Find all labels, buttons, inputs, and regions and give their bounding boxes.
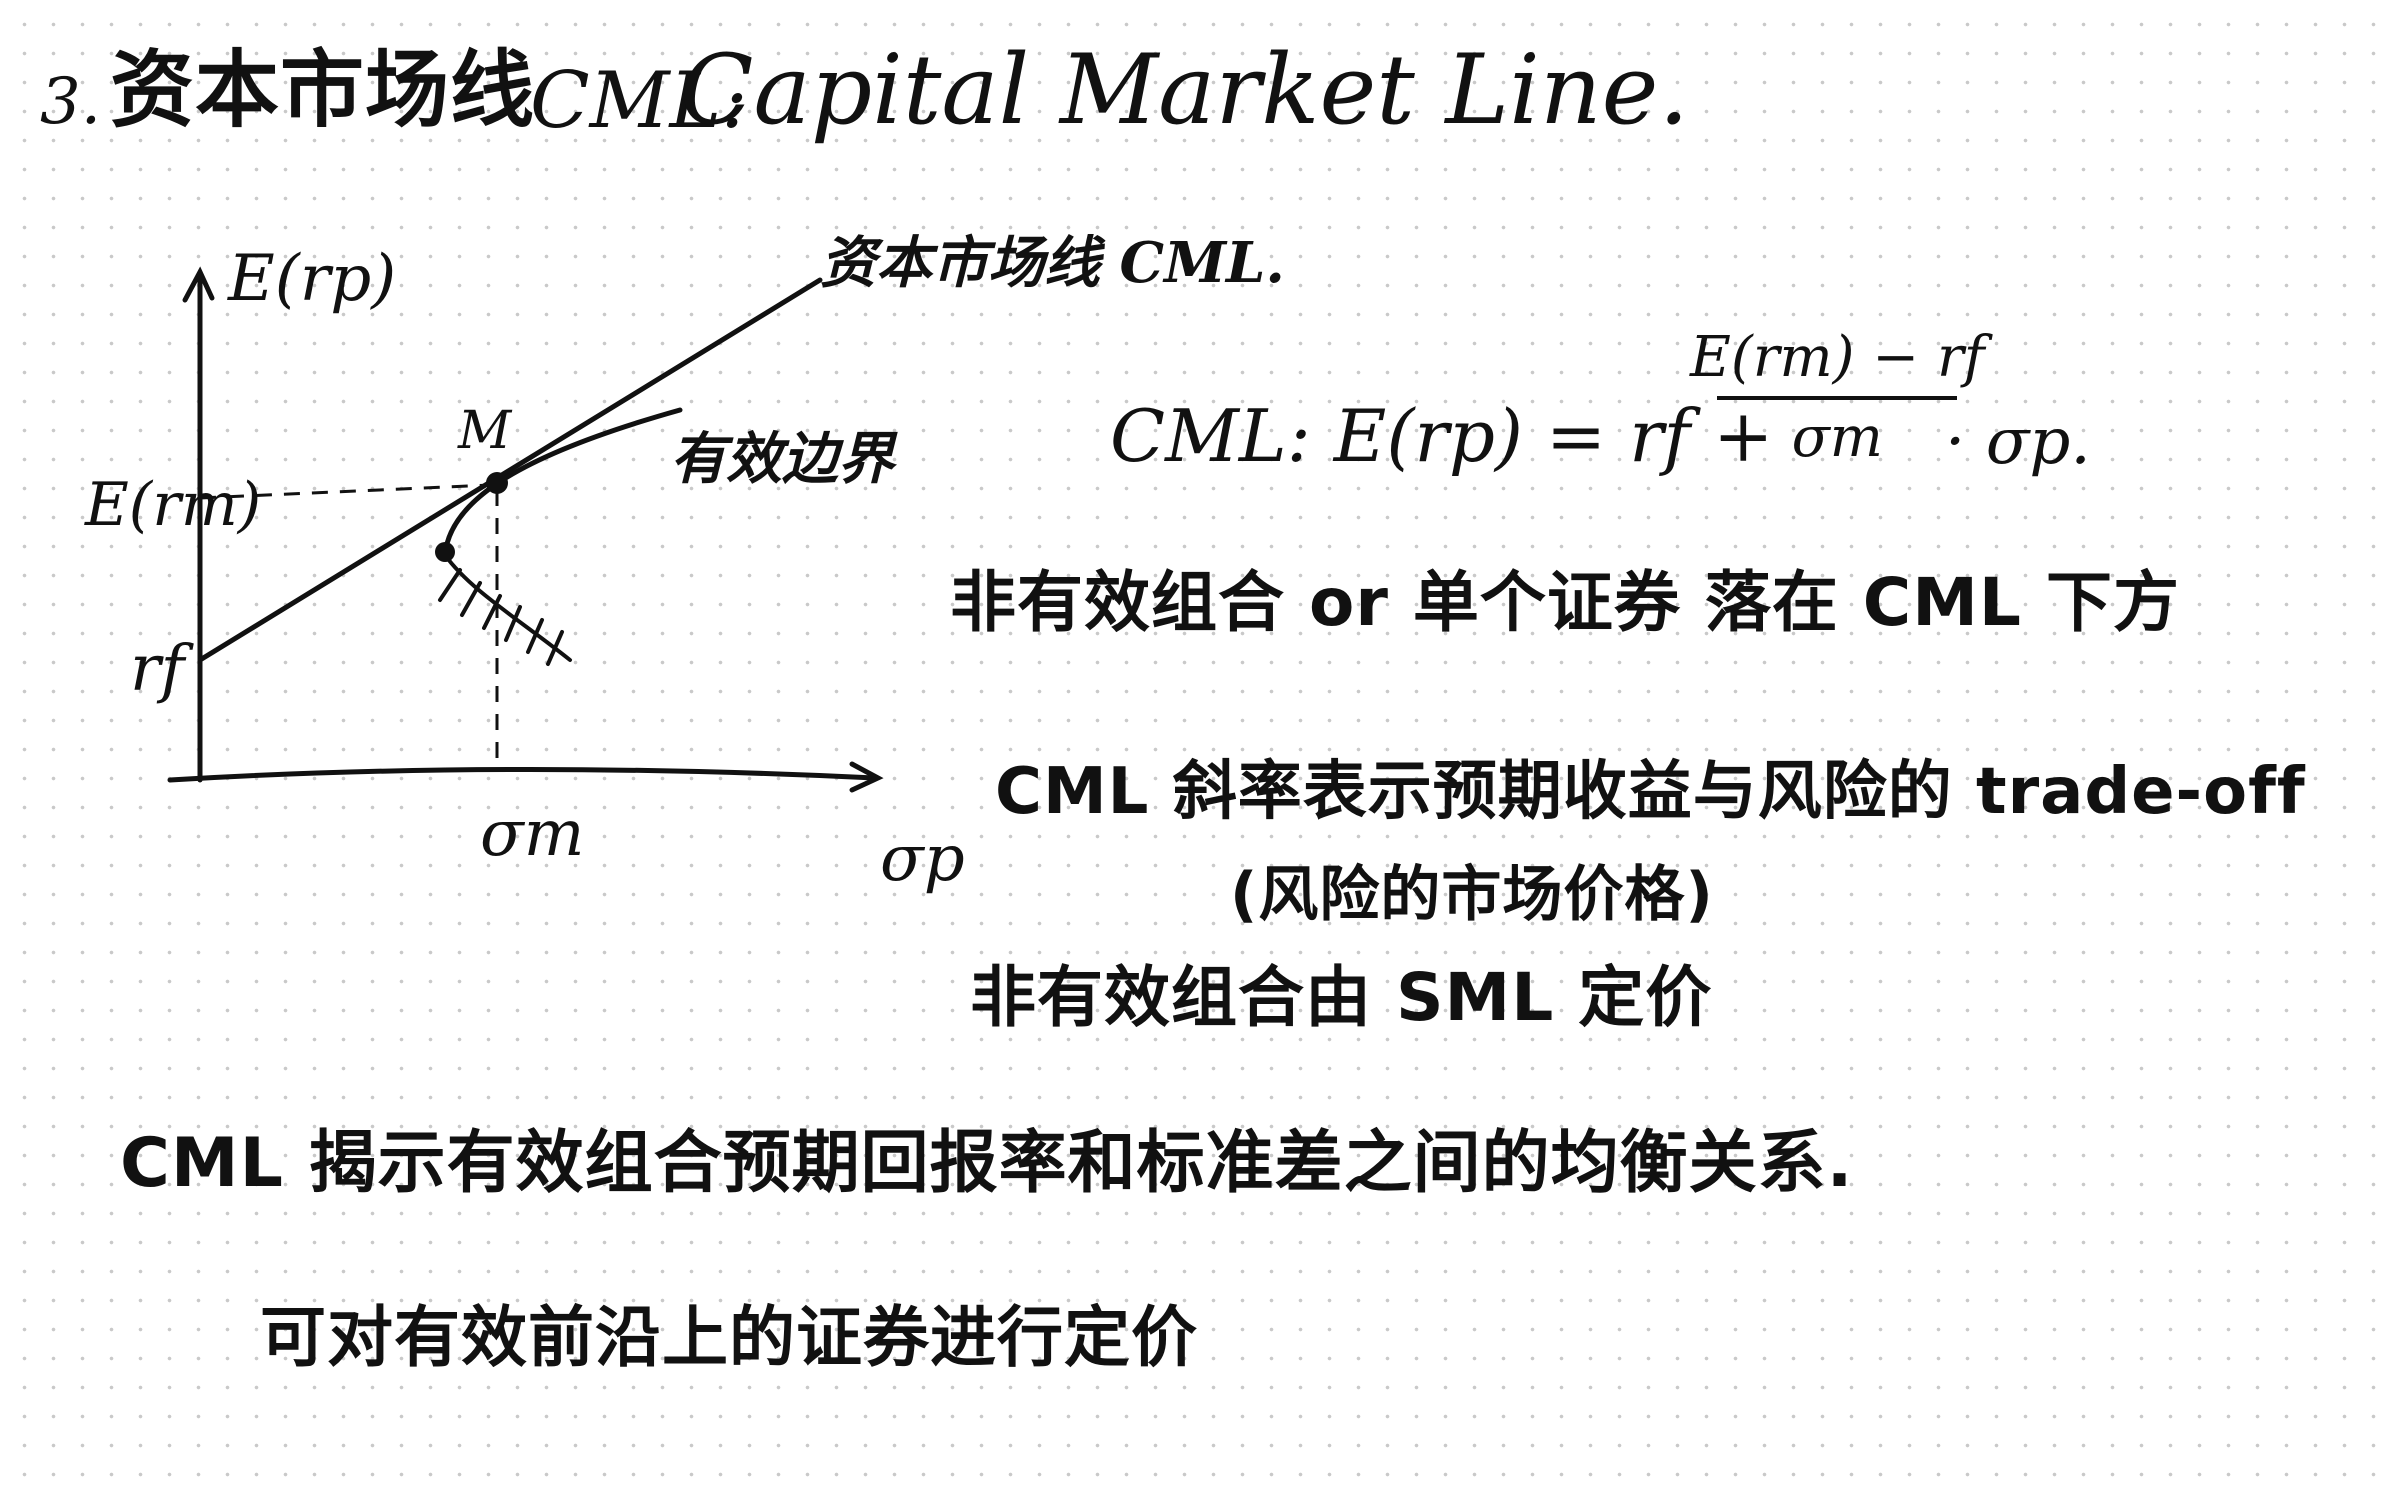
tangency-point-m (486, 472, 508, 494)
frontier-label: 有效边界 (670, 426, 898, 492)
note-slope-sub: (风险的市场价格) (1230, 860, 1714, 930)
note-slope: CML 斜率表示预期收益与风险的 trade-off (995, 755, 2306, 829)
sigma-m-label: σm (480, 797, 584, 871)
formula-tail: · σp. (1945, 405, 2091, 479)
e-rm-label: E(rm) (84, 470, 261, 540)
hatch-marks (438, 568, 564, 666)
min-variance-point (435, 542, 455, 562)
note-pricing: 可对有效前沿上的证券进行定价 (260, 1299, 1198, 1376)
x-axis (167, 766, 878, 783)
title-number: 3. (40, 65, 102, 139)
note-summary: CML 揭示有效组合预期回报率和标准差之间的均衡关系. (120, 1124, 1854, 1203)
x-axis-label: σp (880, 822, 965, 896)
note-below-cml: 非有效组合 or 单个证券 落在 CML 下方 (950, 564, 2180, 641)
note-sml: 非有效组合由 SML 定价 (970, 959, 1713, 1036)
m-label: M (457, 401, 513, 461)
title-english: Capital Market Line. (680, 34, 1689, 146)
formula-denominator: σm (1791, 405, 1883, 470)
y-axis-arrow (182, 266, 215, 303)
y-axis-label: E(rp) (227, 242, 396, 316)
cml-line-label: 资本市场线 CML. (820, 230, 1285, 296)
formula-numerator: E(rm) − rf (1690, 325, 1985, 390)
fraction-bar (1717, 396, 1958, 400)
cml-line (197, 277, 823, 663)
inefficient-branch (443, 553, 572, 662)
title-cn: 资本市场线 (110, 41, 536, 139)
x-axis-arrow (849, 761, 884, 793)
formula-fraction: E(rm) − rf σm (1690, 330, 1984, 466)
rf-label: rf (130, 632, 195, 706)
title-abbr: CML: (530, 56, 748, 146)
formula-lhs: CML: E(rp) = rf + (1110, 394, 1774, 478)
e-rm-guide (199, 483, 491, 500)
